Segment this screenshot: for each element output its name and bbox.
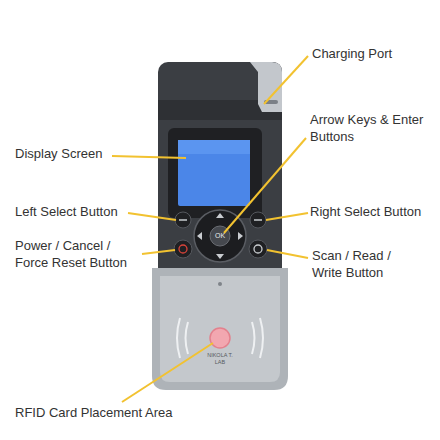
leader-line <box>122 343 213 402</box>
indicator-dot <box>218 282 222 286</box>
wave-mark <box>177 318 180 358</box>
power-button <box>174 240 192 258</box>
part-label: Charging Port <box>312 46 432 63</box>
screen-shade <box>178 140 250 154</box>
card-panel <box>152 268 288 390</box>
part-label: Right Select Button <box>310 204 436 221</box>
leader-line <box>142 250 175 254</box>
leader-lines <box>112 56 308 402</box>
rfid-spot <box>210 328 230 348</box>
leader-line <box>128 213 176 220</box>
button-text: OK <box>208 231 232 240</box>
part-label: Power / Cancel / Force Reset Button <box>15 238 141 272</box>
part-label: Left Select Button <box>15 204 130 221</box>
wave-mark <box>252 322 255 354</box>
brand-text: NIKOLA T. LAB <box>204 352 236 366</box>
part-label: Scan / Read / Write Button <box>312 248 412 282</box>
power-icon <box>179 245 187 253</box>
leader-line <box>267 250 308 258</box>
left-select <box>175 212 191 228</box>
part-label: Display Screen <box>15 146 115 163</box>
arrow-up <box>216 213 224 218</box>
leader-line <box>224 138 306 233</box>
arrow-left <box>197 232 202 240</box>
arrow-down <box>216 254 224 259</box>
select-mark <box>254 219 262 221</box>
device-body <box>158 62 282 278</box>
scan-icon <box>254 245 262 253</box>
display-screen <box>178 140 250 206</box>
part-label: RFID Card Placement Area <box>15 405 215 422</box>
top-band <box>158 62 282 120</box>
right-select <box>250 212 266 228</box>
leader-line <box>112 156 186 158</box>
part-label: Arrow Keys & Enter Buttons <box>310 112 435 146</box>
wave-mark <box>260 318 263 358</box>
wave-mark <box>186 322 189 354</box>
scan-button <box>249 240 267 258</box>
charging-cap <box>250 62 282 112</box>
leader-line <box>264 56 308 104</box>
arrow-right <box>238 232 243 240</box>
leader-line <box>266 213 308 220</box>
select-mark <box>179 219 187 221</box>
